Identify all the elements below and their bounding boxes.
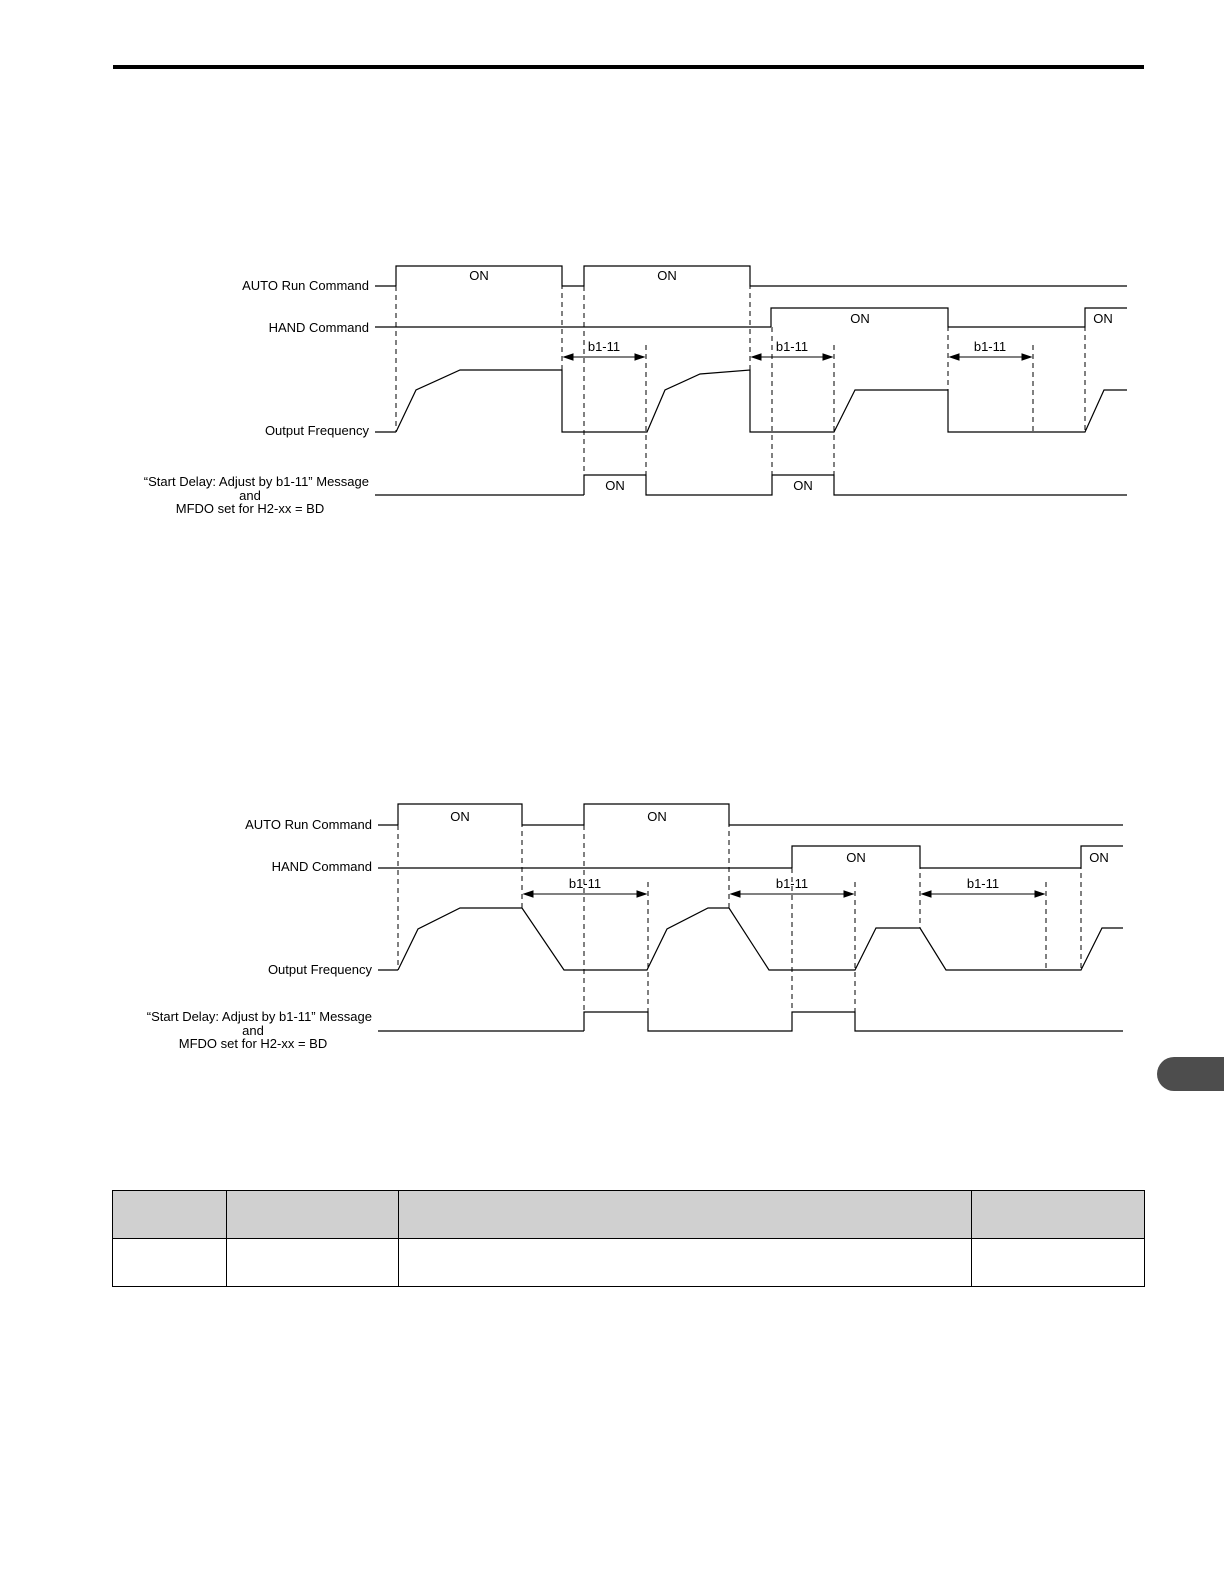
on-label: ON [647,809,667,824]
delay-label: b1-11 [776,876,808,891]
hand-command-label: HAND Command [269,320,369,335]
auto-run-label: AUTO Run Command [242,278,369,293]
start-delay-label-and: and [242,1023,264,1038]
start-delay-label: “Start Delay: Adjust by b1-11” Message [147,1009,372,1024]
timing-diagram-1: AUTO Run Command HAND Command Output Fre… [144,265,1127,516]
table-header-cell [971,1190,1145,1239]
on-label: ON [1089,850,1109,865]
delay-label: b1-11 [974,339,1006,354]
table-header-cell [398,1190,972,1239]
auto-run-signal-2 [397,803,1123,826]
hand-command-label: HAND Command [272,859,372,874]
table-cell [226,1238,399,1287]
table-row [112,1238,1145,1287]
auto-run-label: AUTO Run Command [245,817,372,832]
table-header-cell [112,1190,227,1239]
delay-label: b1-11 [776,339,808,354]
table-cell [112,1238,227,1287]
delay-label: b1-11 [588,339,620,354]
parameter-table [112,1190,1145,1287]
header-rule [113,65,1144,69]
hand-signal-1 [770,307,1127,328]
on-label: ON [850,311,870,326]
start-delay-label: “Start Delay: Adjust by b1-11” Message [144,474,369,489]
timing-diagram-2: AUTO Run Command HAND Command Output Fre… [147,803,1123,1051]
on-label: ON [605,478,625,493]
on-label: ON [469,268,489,283]
output-frequency-1 [395,369,1127,433]
on-label: ON [450,809,470,824]
mfdo-label: MFDO set for H2-xx = BD [179,1036,327,1051]
chapter-tab [1157,1057,1224,1091]
auto-run-signal-1 [395,265,1127,287]
table-cell [971,1238,1145,1287]
delay-label: b1-11 [967,876,999,891]
hand-signal-2 [791,845,1123,869]
table-header-cell [226,1190,399,1239]
delay-label: b1-11 [569,876,601,891]
start-delay-label-and: and [239,488,261,503]
output-frequency-label: Output Frequency [265,423,370,438]
output-frequency-label: Output Frequency [268,962,373,977]
start-delay-signal-1 [583,474,1127,496]
on-label: ON [657,268,677,283]
on-label: ON [846,850,866,865]
output-frequency-2 [397,907,1123,971]
on-label: ON [1093,311,1113,326]
table-cell [398,1238,972,1287]
table-header-row [112,1190,1145,1239]
start-delay-signal-2 [583,1011,1123,1032]
on-label: ON [793,478,813,493]
mfdo-label: MFDO set for H2-xx = BD [176,501,324,516]
